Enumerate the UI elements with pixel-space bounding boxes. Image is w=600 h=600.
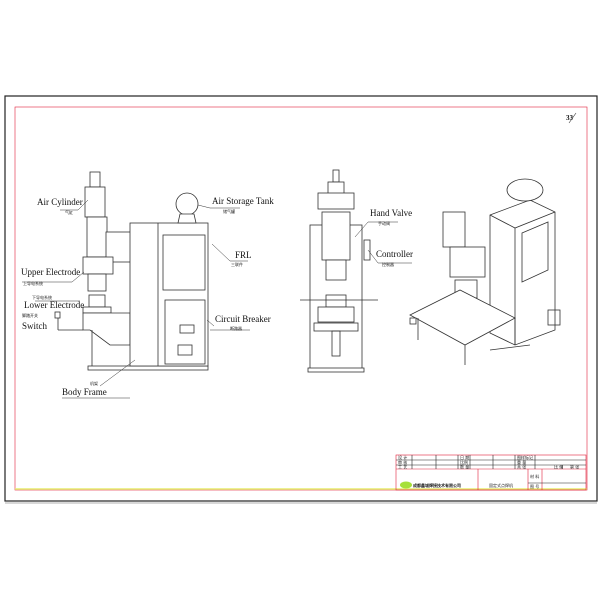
label-upper-electrode-cn: 上导电系统 (23, 280, 43, 286)
label-controller: Controller (376, 249, 413, 259)
label-circuit-breaker-cn: 断路器 (230, 325, 242, 331)
side-view (54, 171, 209, 371)
tb-company: 成都鑫城焊接技术有限公司 (413, 482, 461, 488)
label-switch: Switch (22, 321, 48, 331)
label-hand-valve: Hand Valve (370, 208, 412, 218)
tb-drawing-title: 固定式点焊机 (489, 482, 513, 488)
label-body-frame: Body Frame (62, 387, 107, 397)
label-frl: FRL (235, 250, 252, 260)
label-lower-electrode: Lower Electrode (24, 300, 84, 310)
label-frl-cn: 三联件 (231, 261, 243, 267)
front-view (300, 169, 378, 373)
tb-weight: 重 量 (517, 459, 526, 465)
tb-drawing-no: 图 号 (530, 483, 539, 489)
label-lower-electrode-cn: 下导电系统 (32, 294, 52, 300)
isometric-view (409, 178, 561, 365)
tb-scale: 比例 (460, 459, 468, 465)
tb-review: 审 核 (398, 459, 407, 465)
tb-design: 设 计 (398, 454, 407, 460)
label-air-cylinder-cn: 气缸 (65, 209, 73, 215)
tb-ratio: 比 例 (554, 464, 563, 470)
tb-sheets: 共 张 (517, 464, 526, 470)
outer-border (4, 95, 598, 502)
label-circuit-breaker: Circuit Breaker (215, 314, 271, 324)
tb-qty: 数 量 (460, 464, 469, 470)
title-block (395, 454, 587, 491)
inner-border (14, 106, 588, 491)
label-controller-cn: 控制器 (382, 261, 394, 267)
tb-sheet-no: 第 张 (570, 464, 579, 470)
corner-mark: 33 (566, 114, 574, 122)
tb-date: 日 期 (460, 454, 469, 460)
label-switch-cn: 脚踏开关 (22, 312, 38, 318)
label-body-frame-cn: 机架 (90, 380, 98, 386)
tb-process: 工 艺 (398, 465, 407, 470)
label-upper-electrode: Upper Electrode (21, 267, 80, 277)
label-hand-valve-cn: 手动阀 (378, 220, 390, 226)
label-air-storage-tank-cn: 储气罐 (223, 208, 235, 214)
label-air-cylinder: Air Cylinder (37, 197, 83, 207)
company-logo (400, 481, 412, 489)
label-air-storage-tank: Air Storage Tank (212, 196, 274, 206)
tb-mark: 图样标记 (517, 454, 533, 460)
tb-material: 材 料 (530, 473, 539, 479)
